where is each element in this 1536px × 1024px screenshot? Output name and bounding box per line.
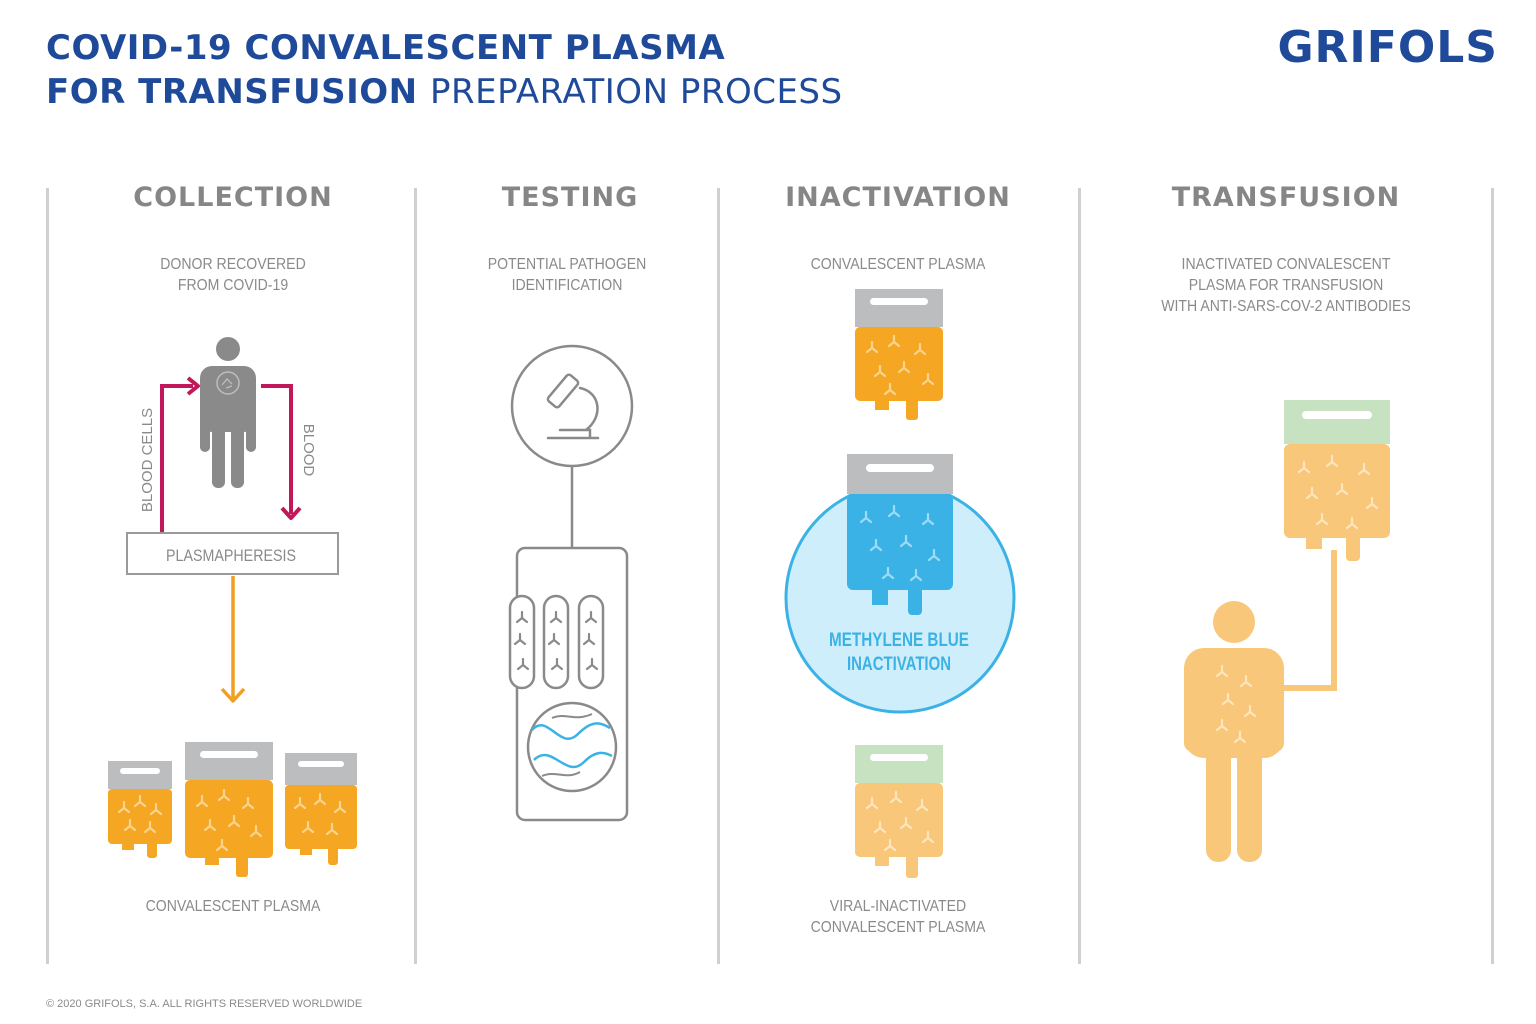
heading-transfusion: TRANSFUSION	[1171, 182, 1401, 213]
caption-collection-bottom: CONVALESCENT PLASMA	[145, 898, 321, 915]
heading-testing: TESTING	[501, 182, 639, 213]
caption-transfusion-line-2: PLASMA FOR TRANSFUSION	[1188, 277, 1384, 294]
caption-transfusion: INACTIVATED CONVALESCENT PLASMA FOR TRAN…	[1119, 254, 1453, 317]
transfusion-line	[1276, 550, 1337, 691]
caption-collection: DONOR RECOVERED FROM COVID-19	[92, 254, 374, 296]
viral-inactivated-plasma-bag	[855, 745, 943, 878]
donor-figure-grey	[200, 337, 256, 488]
grifols-logo: GRIFOLS	[1277, 22, 1498, 73]
title-line-1: COVID-19 CONVALESCENT PLASMA	[46, 28, 726, 68]
plasma-bag-small-right	[285, 753, 357, 865]
methylene-blue-plasma-bag	[847, 454, 953, 615]
plasmapheresis-label: PLASMAPHERESIS	[166, 546, 296, 565]
caption-transfusion-line-1: INACTIVATED CONVALESCENT	[1181, 256, 1391, 273]
caption-transfusion-line-3: WITH ANTI-SARS-COV-2 ANTIBODIES	[1161, 298, 1411, 315]
test-tube-icon	[542, 594, 570, 690]
title-line-2-light: PREPARATION PROCESS	[429, 72, 843, 112]
methylene-blue-label-line-1: METHYLENE BLUE	[829, 630, 969, 651]
microscope-icon	[510, 344, 634, 468]
column-divider	[414, 188, 417, 964]
label-blood: BLOOD	[300, 424, 317, 477]
caption-testing: POTENTIAL PATHOGEN IDENTIFICATION	[426, 254, 708, 296]
title-line-2-bold: FOR TRANSFUSION	[46, 72, 418, 112]
column-divider	[1491, 188, 1494, 964]
convalescent-plasma-bag	[855, 289, 943, 420]
test-device-icon	[508, 546, 629, 822]
transfusion-plasma-bag	[1284, 400, 1390, 561]
caption-inactivation-bottom-line-2: CONVALESCENT PLASMA	[810, 919, 986, 936]
plasma-bag-small-left	[108, 761, 172, 858]
caption-testing-line-1: POTENTIAL PATHOGEN	[487, 256, 647, 273]
caption-collection-line-2: FROM COVID-19	[177, 277, 289, 294]
methylene-blue-label-line-2: INACTIVATION	[847, 654, 951, 675]
plasmapheresis-box	[126, 532, 339, 575]
caption-inactivation-bottom: VIRAL-INACTIVATED CONVALESCENT PLASMA	[757, 896, 1039, 938]
blood-draw-arrow	[261, 384, 302, 520]
test-tube-icon	[577, 594, 605, 690]
column-divider	[46, 188, 49, 964]
column-divider	[717, 188, 720, 964]
heading-inactivation: INACTIVATION	[785, 182, 1011, 213]
label-blood-cells: BLOOD CELLS	[139, 408, 156, 512]
caption-inactivation-bottom-line-1: VIRAL-INACTIVATED	[829, 898, 967, 915]
page-title: COVID-19 CONVALESCENT PLASMA FOR TRANSFU…	[46, 26, 843, 114]
pathogen-sample-icon	[526, 701, 618, 793]
caption-collection-line-1: DONOR RECOVERED	[160, 256, 306, 273]
caption-inactivation: CONVALESCENT PLASMA	[810, 256, 986, 273]
heading-collection: COLLECTION	[133, 182, 333, 213]
plasma-flow-arrow	[220, 576, 246, 703]
test-tube-icon	[508, 594, 536, 690]
copyright-notice: © 2020 GRIFOLS, S.A. ALL RIGHTS RESERVED…	[46, 998, 363, 1010]
caption-testing-line-2: IDENTIFICATION	[511, 277, 623, 294]
plasma-bag-large-center	[185, 742, 273, 877]
column-divider	[1078, 188, 1081, 964]
patient-figure-orange	[1184, 601, 1284, 862]
blood-cells-return-arrow	[160, 376, 200, 532]
